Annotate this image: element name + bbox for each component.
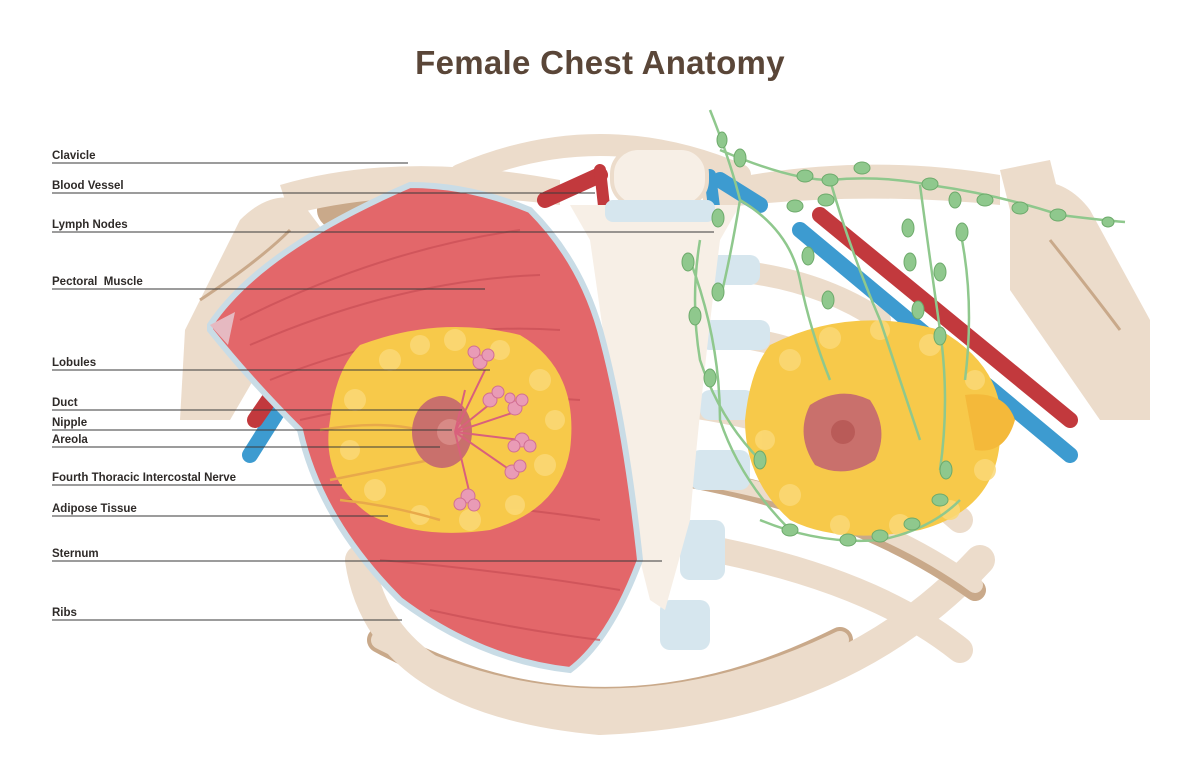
label-ribs: Ribs — [52, 607, 77, 619]
right-adipose-lobes — [755, 320, 996, 536]
label-areola: Areola — [52, 434, 88, 446]
label-duct: Duct — [52, 397, 78, 409]
label-clavicle: Clavicle — [52, 150, 96, 162]
label-lobules: Lobules — [52, 357, 97, 369]
leader-lines — [52, 162, 714, 621]
diagram-title: Female Chest Anatomy — [415, 44, 785, 81]
sternum — [570, 205, 740, 610]
label-nipple: Nipple — [52, 417, 88, 429]
shoulder-cut — [210, 312, 235, 345]
lymph-nodes — [681, 131, 1115, 547]
right-shoulder-bone — [1000, 160, 1150, 420]
manubrium-top — [610, 146, 709, 208]
lobules — [453, 345, 537, 512]
cartilage-top — [605, 200, 715, 222]
right-nipple — [831, 420, 855, 444]
intercostal-nerve — [319, 423, 441, 522]
label-pectoral-muscle: Pectoral Muscle — [52, 276, 143, 288]
label-intercostal-nerve: Fourth Thoracic Intercostal Nerve — [52, 472, 237, 484]
adipose-lobes — [340, 329, 565, 531]
right-clavicle — [700, 164, 1000, 210]
label-blood-vessel: Blood Vessel — [52, 180, 124, 192]
label-lymph-nodes: Lymph Nodes — [52, 219, 128, 231]
label-sternum: Sternum — [52, 548, 99, 560]
right-adipose-extension — [965, 394, 1015, 451]
label-adipose-tissue: Adipose Tissue — [52, 503, 137, 515]
